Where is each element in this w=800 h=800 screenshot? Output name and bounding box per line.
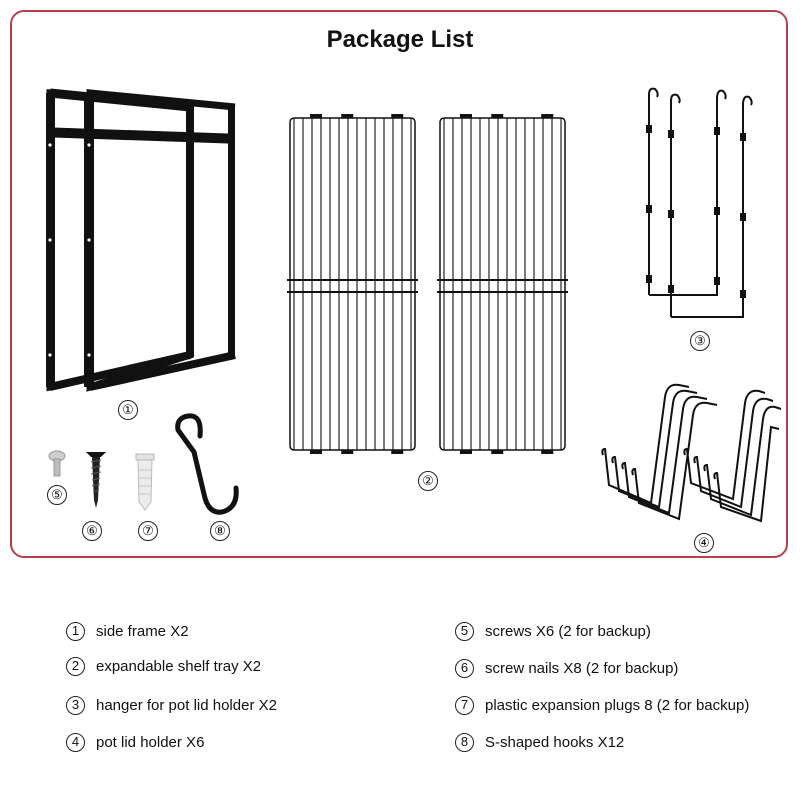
hanger-image bbox=[646, 87, 753, 318]
expansion-plug-image bbox=[135, 453, 155, 511]
screw-image bbox=[48, 450, 66, 477]
legend-text: hanger for pot lid holder X2 bbox=[96, 696, 277, 714]
page-title: Package List bbox=[326, 26, 474, 53]
legend-item-1: 1 side frame X2 bbox=[66, 620, 189, 642]
legend-text: S-shaped hooks X12 bbox=[485, 733, 625, 751]
legend-number: 4 bbox=[66, 732, 85, 752]
legend-number: 6 bbox=[455, 658, 474, 678]
legend-number: 1 bbox=[66, 621, 85, 641]
legend-item-8: 8 S-shaped hooks X12 bbox=[455, 731, 624, 753]
legend-number: 3 bbox=[66, 695, 85, 715]
part-number-1: ① bbox=[118, 400, 138, 420]
shelf-tray-image bbox=[287, 114, 568, 454]
part-number-4: ④ bbox=[694, 533, 714, 553]
legend-text: side frame X2 bbox=[96, 622, 189, 640]
legend-item-6: 6 screw nails X8 (2 for backup) bbox=[455, 657, 678, 679]
legend-item-4: 4 pot lid holder X6 bbox=[66, 731, 204, 753]
legend-text: pot lid holder X6 bbox=[96, 733, 205, 751]
legend-number: 5 bbox=[455, 621, 474, 641]
pot-lid-holder-image bbox=[601, 383, 782, 523]
part-number-8: ⑧ bbox=[210, 521, 230, 541]
legend-text: plastic expansion plugs 8 (2 for backup) bbox=[485, 696, 750, 714]
part-number-3: ③ bbox=[690, 331, 710, 351]
part-number-6: ⑥ bbox=[82, 521, 102, 541]
part-number-5: ⑤ bbox=[47, 485, 67, 505]
legend-item-3: 3 hanger for pot lid holder X2 bbox=[66, 694, 277, 716]
side-frame-image bbox=[46, 88, 236, 392]
legend-number: 2 bbox=[66, 656, 85, 676]
s-hook-image bbox=[175, 413, 239, 515]
part-number-7: ⑦ bbox=[138, 521, 158, 541]
legend-text: screws X6 (2 for backup) bbox=[485, 622, 651, 640]
legend-item-5: 5 screws X6 (2 for backup) bbox=[455, 620, 651, 642]
legend-text: screw nails X8 (2 for backup) bbox=[485, 659, 679, 677]
legend-number: 7 bbox=[455, 695, 474, 715]
legend-text: expandable shelf tray X2 bbox=[96, 657, 262, 675]
legend-item-7: 7 plastic expansion plugs 8 (2 for backu… bbox=[455, 694, 749, 716]
part-number-2: ② bbox=[418, 471, 438, 491]
screw-nail-image bbox=[86, 452, 106, 508]
legend-number: 8 bbox=[455, 732, 474, 752]
legend-item-2: 2 expandable shelf tray X2 bbox=[66, 655, 261, 677]
